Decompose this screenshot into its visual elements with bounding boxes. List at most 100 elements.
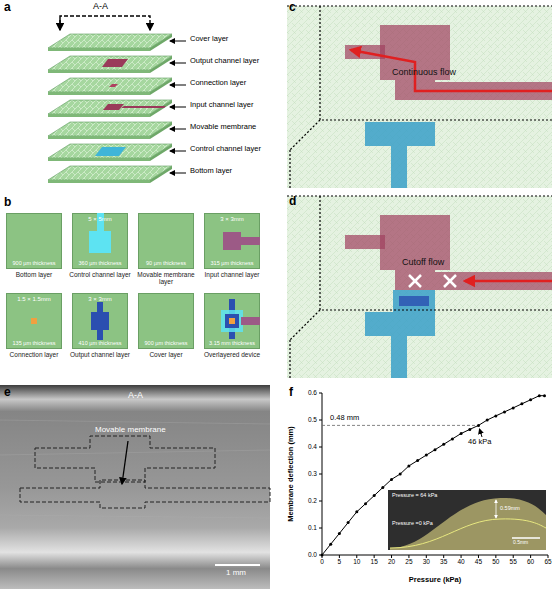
- axis-tick-label: 0.0: [300, 551, 317, 558]
- data-point: [494, 414, 497, 417]
- exploded-layers: [48, 16, 186, 183]
- axis-tick: [339, 555, 340, 558]
- axis-tick-label: 40: [457, 558, 464, 565]
- section-label: A-A: [93, 2, 108, 12]
- dimension-text: 1.5 × 1.5mm: [7, 296, 61, 302]
- thickness-text: 900 µm thickness: [7, 260, 61, 266]
- layer-tile: 900 µm thicknessBottom layer: [6, 213, 62, 269]
- data-point: [355, 510, 358, 513]
- data-point: [538, 394, 541, 397]
- axis-tick-label: 0.3: [300, 470, 317, 477]
- layer-name: Output channel layer: [190, 57, 259, 65]
- axis-tick-label: 55: [510, 558, 517, 565]
- data-point: [442, 443, 445, 446]
- axis-tick: [319, 555, 322, 556]
- value-annotation: 0.48 mm: [330, 414, 359, 422]
- axis-tick: [478, 555, 479, 558]
- thickness-text: 90 µm thickness: [139, 260, 193, 266]
- axis-tick-label: 20: [388, 558, 395, 565]
- flow-on-view: [287, 6, 552, 188]
- axis-tick: [530, 555, 531, 558]
- part-label: Movable membrane: [95, 426, 166, 435]
- layer-name: Movable membrane: [190, 123, 256, 131]
- data-point: [329, 543, 332, 546]
- data-line: [322, 396, 545, 555]
- axis-tick: [461, 555, 462, 558]
- axis-tick: [322, 555, 323, 558]
- inset-label: Pressure = 64 kPa: [392, 492, 437, 498]
- data-point: [503, 410, 506, 413]
- axis-tick-label: 0: [320, 558, 324, 565]
- data-point: [425, 454, 428, 457]
- axis-tick-label: 65: [544, 558, 551, 565]
- flow-off-view: [287, 196, 552, 378]
- axis-tick-label: 15: [371, 558, 378, 565]
- layer-tile: 90 µm thicknessMovable membrane layer: [138, 213, 194, 269]
- data-point: [434, 448, 437, 451]
- data-point: [390, 478, 393, 481]
- axis-tick-label: 50: [492, 558, 499, 565]
- inset-label: Pressure =0 kPa: [392, 520, 433, 526]
- panel-letter: f: [289, 386, 293, 399]
- axis-tick: [319, 474, 322, 475]
- layer-tile: 3.15 mm thicknessOverlayered device: [204, 293, 260, 349]
- axis-tick: [319, 393, 322, 394]
- axis-tick: [513, 555, 514, 558]
- inset-label: 0.59mm: [500, 505, 520, 511]
- axis-title: Membrane deflection (mm): [287, 426, 295, 521]
- axis-tick-label: 0.5: [300, 416, 317, 423]
- scale-bar-label: 1 mm: [226, 569, 246, 578]
- value-annotation: 46 kPa: [468, 438, 491, 446]
- layer-tile: 3 × 3mm315 µm thicknessInput channel lay…: [204, 213, 260, 269]
- data-point: [520, 402, 523, 405]
- data-point: [486, 419, 489, 422]
- data-point: [407, 464, 410, 467]
- thickness-text: 135 µm thickness: [7, 340, 61, 346]
- layer-name: Bottom layer: [190, 167, 232, 175]
- data-point: [321, 554, 324, 557]
- axis-tick: [374, 555, 375, 558]
- layer-tile: 900 µm thicknessCover layer: [138, 293, 194, 349]
- layer-tile: 5 × 5mm360 µm thicknessControl channel l…: [72, 213, 128, 269]
- layer-name: Input channel layer: [190, 101, 253, 109]
- data-point: [373, 494, 376, 497]
- data-point: [543, 394, 546, 397]
- panel-letter: c: [289, 1, 296, 14]
- axis-title: Pressure (kPa): [409, 576, 462, 584]
- flow-note: Cutoff flow: [402, 258, 444, 268]
- data-point: [451, 437, 454, 440]
- data-point: [468, 428, 471, 431]
- panel-letter: e: [4, 386, 11, 399]
- axis-tick: [319, 420, 322, 421]
- panel-letter: a: [4, 1, 11, 14]
- tile-caption: Overlayered device: [201, 351, 263, 358]
- thickness-text: 410 µm thickness: [73, 340, 127, 346]
- axis-tick: [391, 555, 392, 558]
- axis-tick-label: 0.6: [300, 389, 317, 396]
- axis-tick: [408, 555, 409, 558]
- tile-caption: Cover layer: [135, 351, 197, 358]
- cross-section-photo: [0, 385, 270, 589]
- axis-tick: [319, 447, 322, 448]
- axis-tick-label: 10: [353, 558, 360, 565]
- data-point: [364, 502, 367, 505]
- layer-name: Control channel layer: [190, 145, 261, 153]
- layer-name: Connection layer: [190, 79, 246, 87]
- panel-letter: b: [4, 196, 11, 209]
- layer-name: Cover layer: [190, 35, 228, 43]
- axis-tick-label: 60: [527, 558, 534, 565]
- data-point: [338, 532, 341, 535]
- axis-tick-label: 0.1: [300, 524, 317, 531]
- deflection-chart: [319, 393, 548, 558]
- scale-bar-label: 0.5mm: [513, 540, 528, 546]
- layer-tile: 3 × 3mm410 µm thicknessOutput channel la…: [72, 293, 128, 349]
- dimension-text: 3 × 3mm: [205, 216, 259, 222]
- axis-tick-label: 30: [423, 558, 430, 565]
- layer-tile: 1.5 × 1.5mm135 µm thicknessConnection la…: [6, 293, 62, 349]
- thickness-text: 315 µm thickness: [205, 260, 259, 266]
- axis-tick: [319, 501, 322, 502]
- axis-tick: [548, 555, 549, 558]
- tile-caption: Input channel layer: [201, 271, 263, 278]
- axis-tick: [443, 555, 444, 558]
- tile-caption: Bottom layer: [3, 271, 65, 278]
